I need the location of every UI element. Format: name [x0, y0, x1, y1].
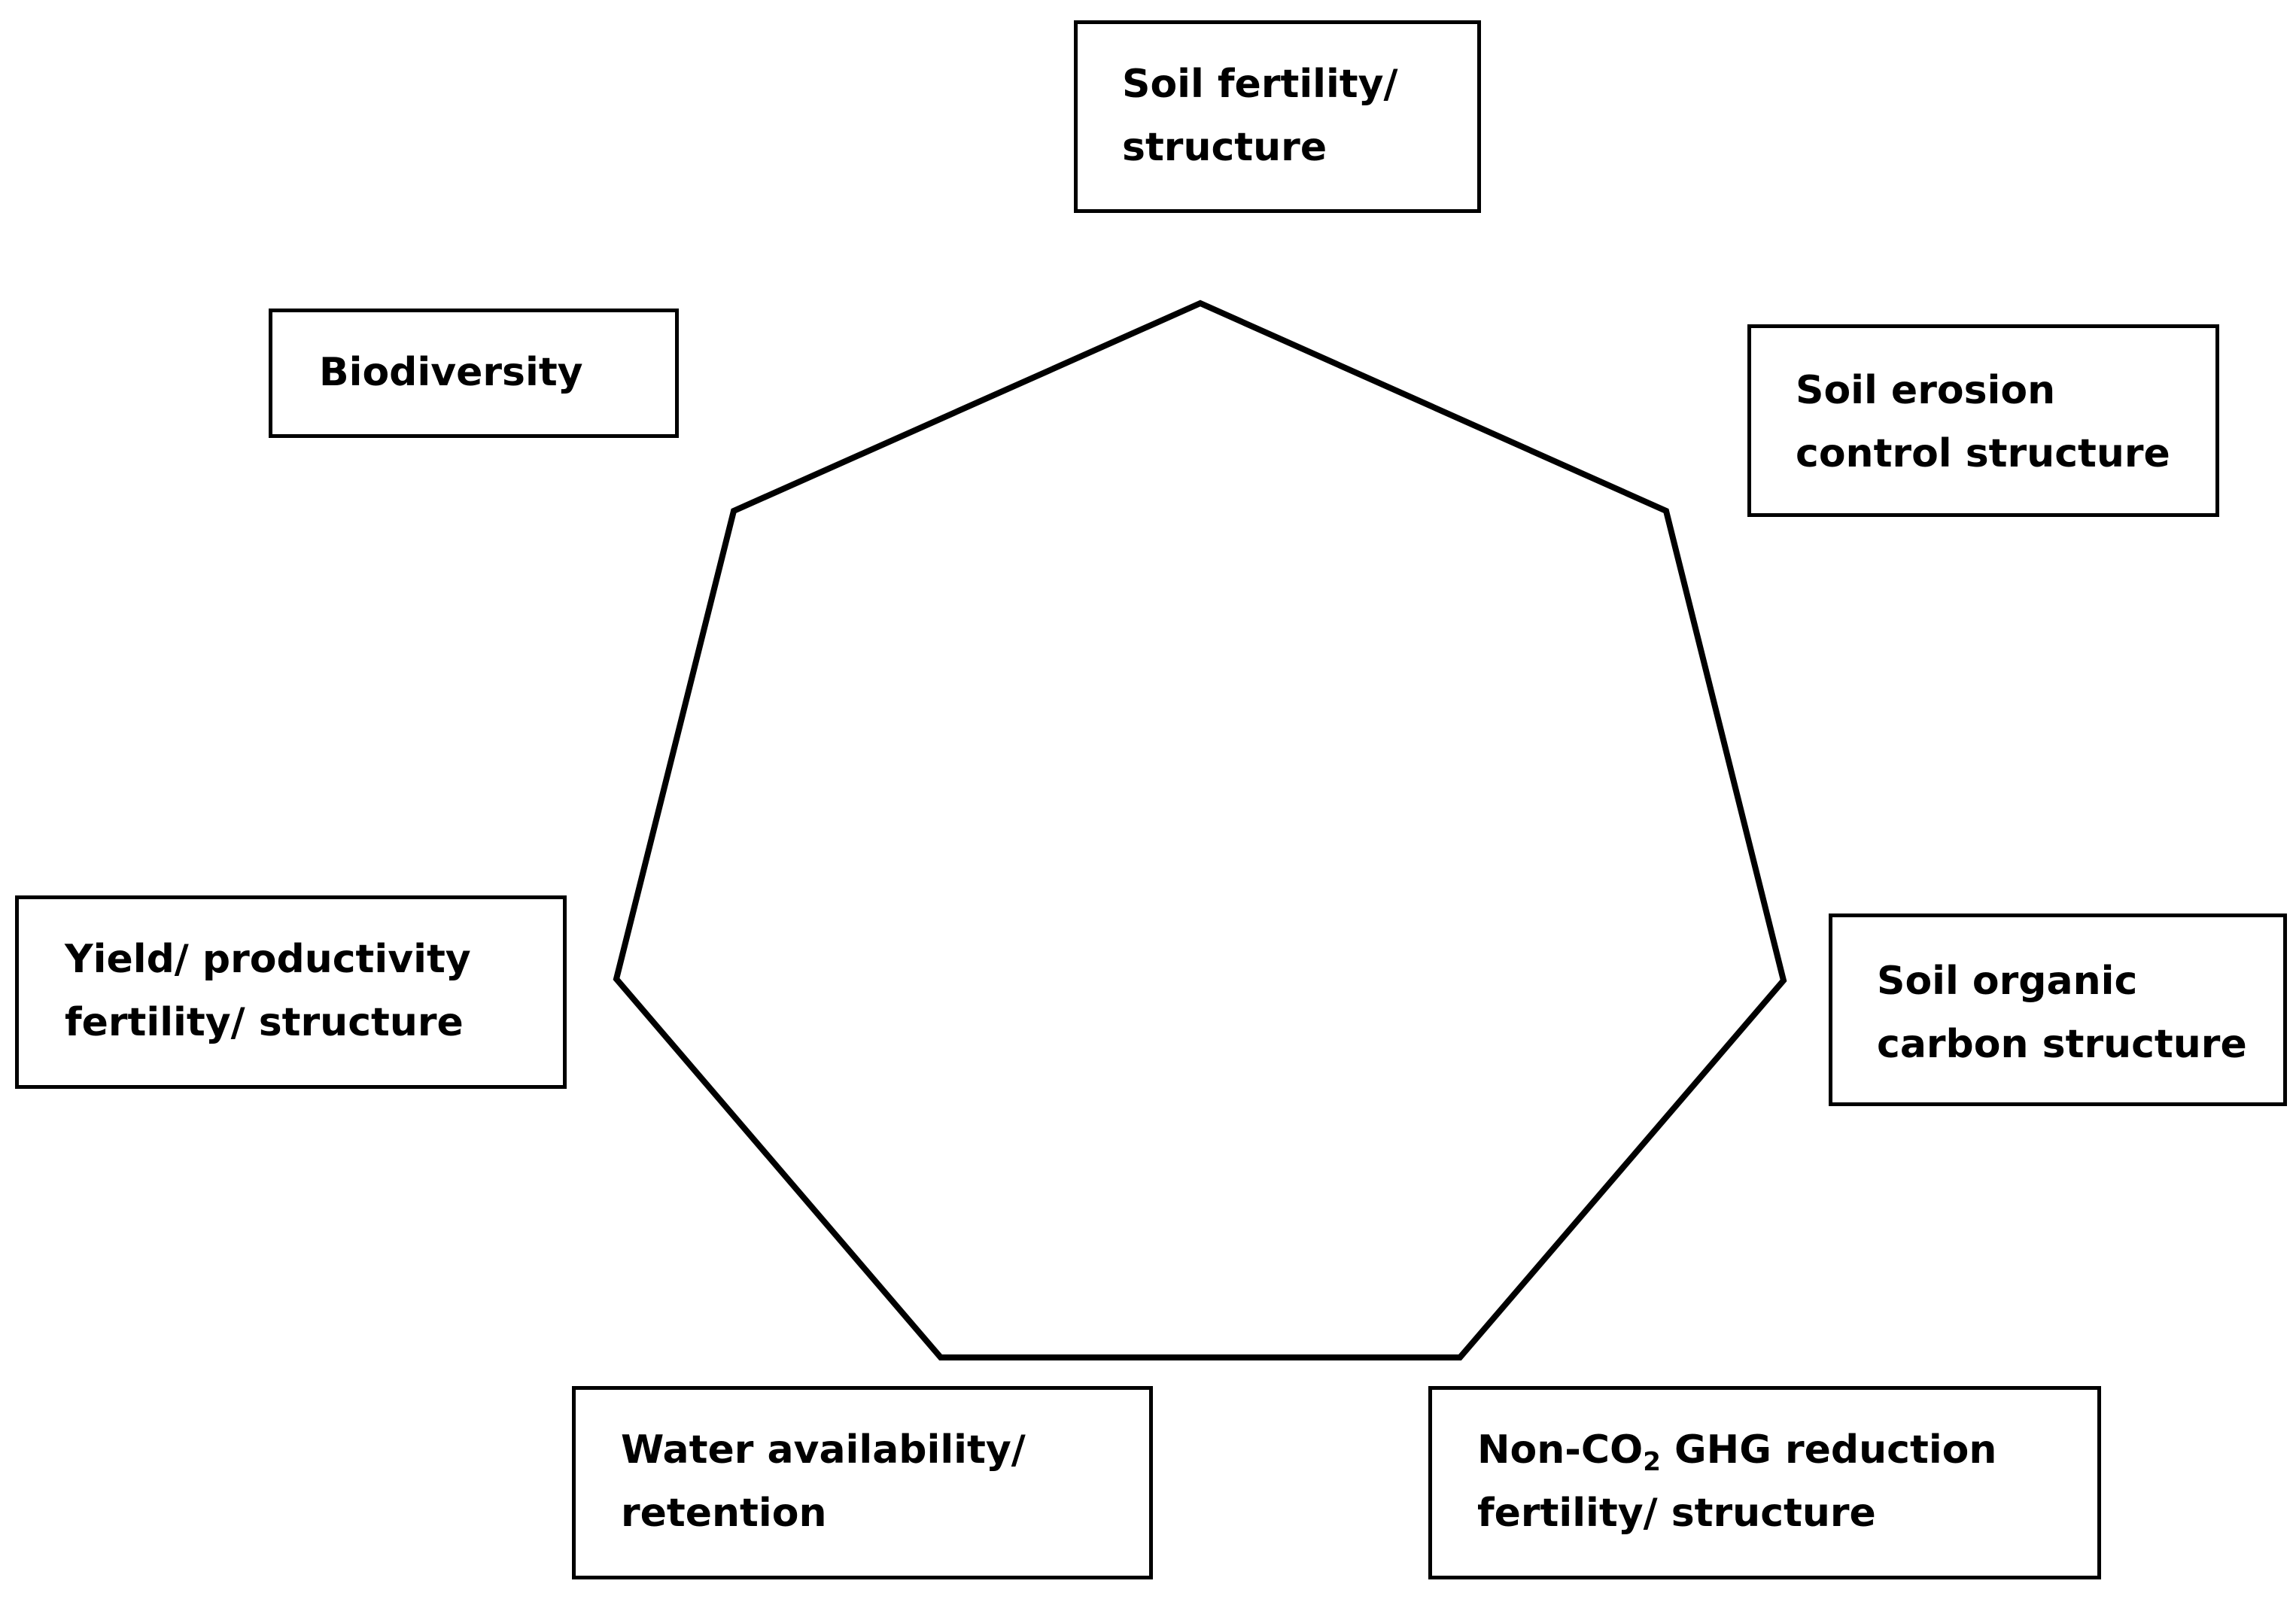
- label-line: Soil fertility/: [1122, 62, 1398, 107]
- label-line: fertility/ structure: [1477, 1491, 1876, 1536]
- label-line: Non-CO2 GHG reduction: [1477, 1418, 2097, 1482]
- label-line: Soil organic: [1877, 959, 2138, 1004]
- label-line: control structure: [1796, 431, 2170, 476]
- label-text: GHG reduction: [1660, 1427, 1997, 1473]
- label-line: Yield/ productivity: [65, 937, 471, 982]
- label-text: Non-CO: [1477, 1427, 1644, 1473]
- label-box-biodiversity: Biodiversity: [269, 309, 679, 438]
- label-box-water-availability: Water availability/ retention: [572, 1386, 1153, 1579]
- label-box-soil-fertility: Soil fertility/ structure: [1074, 20, 1481, 213]
- label-line: fertility/ structure: [65, 1000, 464, 1045]
- label-line: structure: [1122, 125, 1327, 170]
- label-line: Water availability/: [621, 1427, 1026, 1473]
- label-line: retention: [621, 1491, 827, 1536]
- label-box-soil-erosion: Soil erosion control structure: [1747, 324, 2219, 517]
- label-line: Soil erosion: [1796, 368, 2056, 413]
- label-box-non-co2-ghg: Non-CO2 GHG reduction fertility/ structu…: [1428, 1386, 2101, 1579]
- label-subscript: 2: [1643, 1447, 1661, 1477]
- label-line: Biodiversity: [319, 350, 583, 395]
- label-box-yield-productivity: Yield/ productivity fertility/ structure: [15, 895, 567, 1089]
- label-line: carbon structure: [1877, 1022, 2247, 1067]
- label-box-soil-organic-carbon: Soil organic carbon structure: [1829, 913, 2287, 1106]
- central-heptagon: [613, 299, 1787, 1360]
